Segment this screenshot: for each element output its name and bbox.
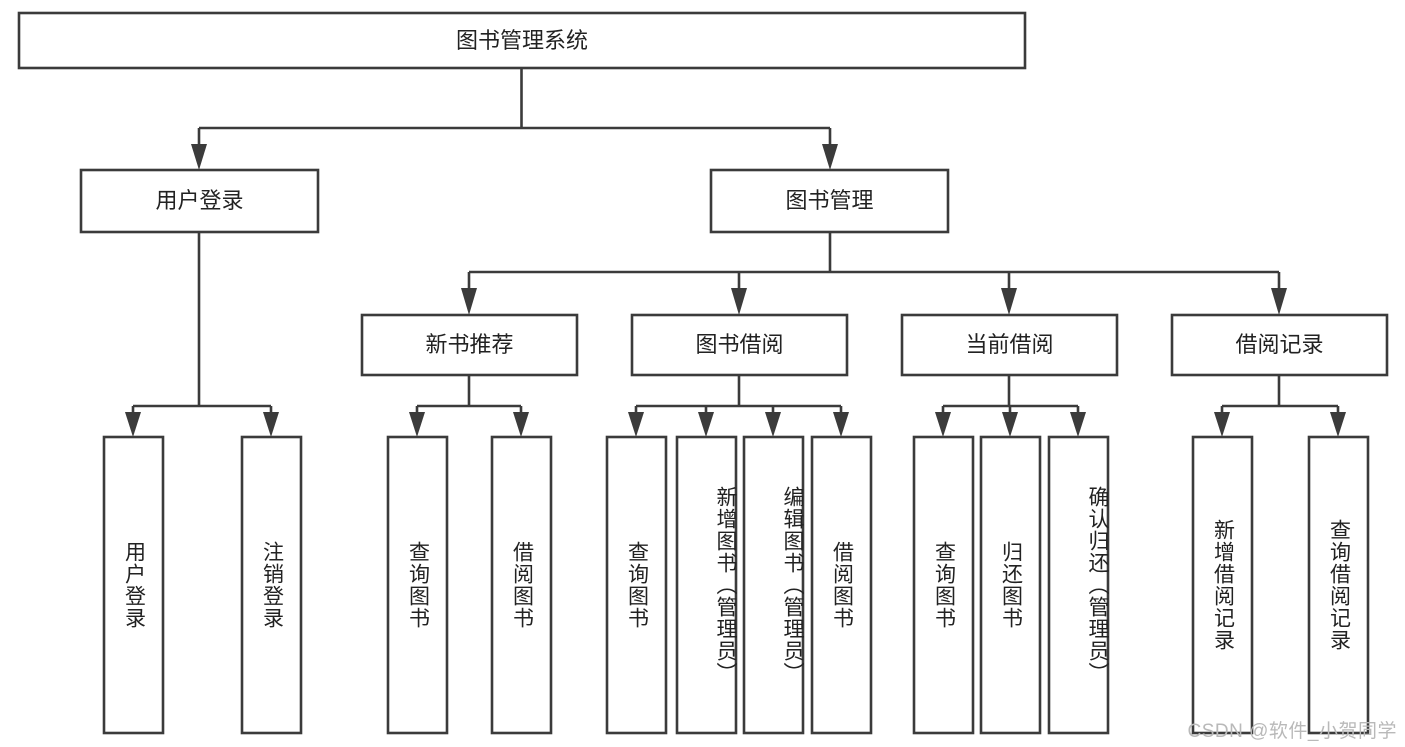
node-box-leaf-cb-return-book[interactable] [979, 435, 1042, 735]
connector-group-book-manage [461, 232, 1287, 315]
connector-group-user-login [125, 232, 279, 437]
arrow-head-book-borrow [731, 288, 747, 315]
node-label-user-login: 用户登录 [155, 188, 243, 213]
node-box-user-login[interactable] [79, 168, 320, 234]
arrow-head-leaf-br-add-record [1214, 412, 1230, 437]
node-label-root: 图书管理系统 [456, 28, 588, 53]
arrow-head-leaf-br-query-record [1330, 412, 1346, 437]
arrow-head-leaf-cb-confirm-return [1070, 412, 1086, 437]
node-box-leaf-bb-borrow-book[interactable] [810, 435, 873, 735]
connector-group-new-book-rec [409, 375, 529, 437]
arrow-head-current-borrow [1001, 288, 1017, 315]
node-box-leaf-cb-query-book[interactable] [912, 435, 975, 735]
arrow-head-leaf-rec-borrow-book [513, 412, 529, 437]
connector-group-book-borrow [628, 375, 849, 437]
node-box-leaf-cb-confirm-return[interactable] [1047, 435, 1110, 735]
node-box-leaf-rec-borrow-book[interactable] [490, 435, 553, 735]
node-label-book-manage: 图书管理 [785, 188, 873, 213]
arrow-head-user-login [191, 144, 207, 170]
node-box-current-borrow[interactable] [900, 313, 1119, 377]
arrow-head-book-manage [822, 144, 838, 170]
arrow-head-leaf-cb-return-book [1002, 412, 1018, 437]
node-label-new-book-rec: 新书推荐 [425, 332, 513, 357]
node-box-leaf-user-logout[interactable] [240, 435, 303, 735]
connector-group-borrow-record [1214, 375, 1346, 437]
arrow-head-borrow-record [1271, 288, 1287, 315]
node-label-current-borrow: 当前借阅 [965, 332, 1053, 357]
node-label-borrow-record: 借阅记录 [1235, 332, 1323, 357]
node-box-new-book-rec[interactable] [360, 313, 579, 377]
arrow-head-leaf-bb-borrow-book [833, 412, 849, 437]
arrow-head-leaf-user-login [125, 412, 141, 437]
node-box-leaf-user-login[interactable] [102, 435, 165, 735]
node-box-leaf-bb-query-book[interactable] [605, 435, 668, 735]
arrow-head-leaf-user-logout [263, 412, 279, 437]
arrow-head-leaf-bb-query-book [628, 412, 644, 437]
arrow-head-leaf-bb-add-book [698, 412, 714, 437]
node-label-book-borrow: 图书借阅 [695, 332, 783, 357]
node-box-leaf-bb-add-book[interactable] [675, 435, 738, 735]
arrow-head-leaf-bb-edit-book [765, 412, 781, 437]
node-box-leaf-bb-edit-book[interactable] [742, 435, 805, 735]
watermark-text: CSDN @软件_小贺同学 [1187, 721, 1397, 742]
node-box-root[interactable] [17, 11, 1027, 70]
arrow-head-leaf-rec-query-book [409, 412, 425, 437]
node-box-leaf-br-query-record[interactable] [1307, 435, 1370, 735]
node-box-leaf-rec-query-book[interactable] [386, 435, 449, 735]
node-box-book-manage[interactable] [709, 168, 950, 234]
node-box-leaf-br-add-record[interactable] [1191, 435, 1254, 735]
arrow-head-new-book-rec [461, 288, 477, 315]
node-box-borrow-record[interactable] [1170, 313, 1389, 377]
node-box-book-borrow[interactable] [630, 313, 849, 377]
connector-group-root [191, 68, 838, 170]
connector-group-current-borrow [935, 375, 1086, 437]
arrow-head-leaf-cb-query-book [935, 412, 951, 437]
